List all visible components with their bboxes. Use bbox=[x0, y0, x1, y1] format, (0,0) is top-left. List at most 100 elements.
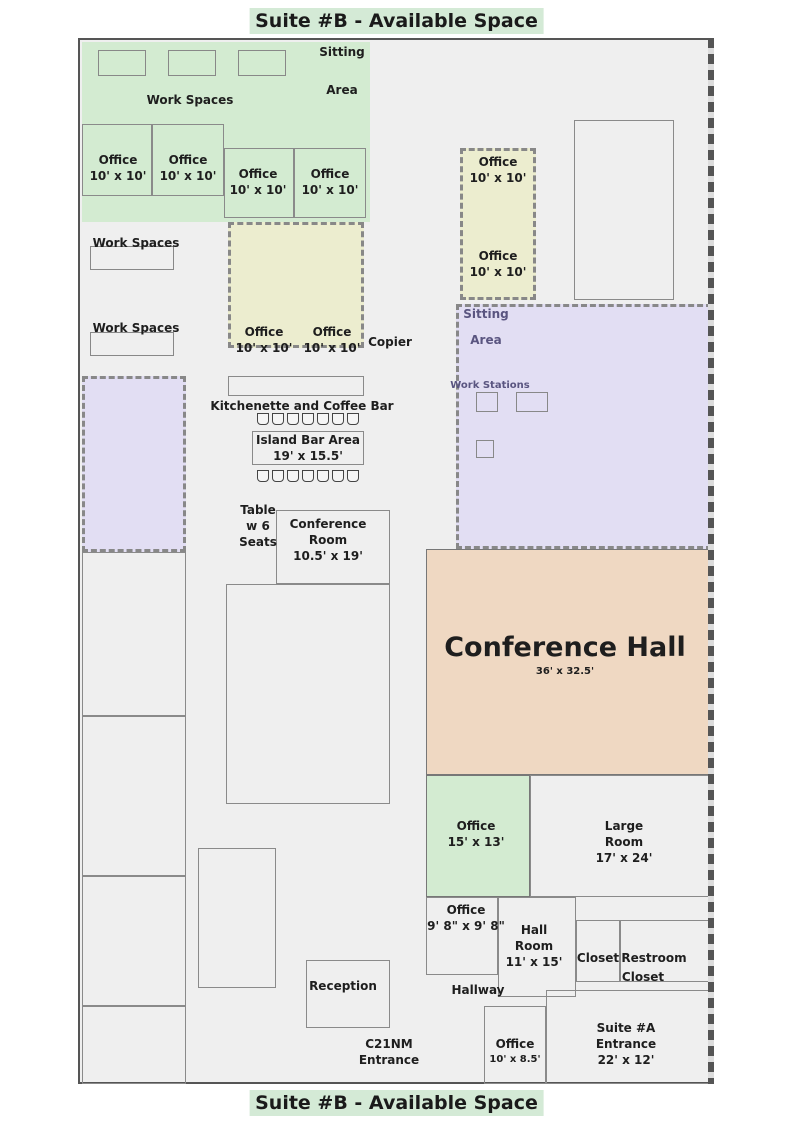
room-name: Office bbox=[310, 167, 350, 181]
room-size: 22' x 12' bbox=[597, 1053, 655, 1067]
label-office-9x9: Office 9' 8" x 9' 8" bbox=[427, 902, 505, 934]
bar-stool bbox=[287, 470, 299, 482]
conference-hall-zone bbox=[426, 549, 710, 775]
work-desk bbox=[98, 50, 146, 76]
office-9x9-outline bbox=[426, 897, 498, 975]
reception-room bbox=[306, 960, 390, 1028]
label-office-7: Office 10' x 10' bbox=[470, 154, 527, 186]
label-line: Room bbox=[514, 939, 554, 953]
room-size: 9' 8" x 9' 8" bbox=[427, 919, 505, 933]
room-outline bbox=[82, 876, 186, 1006]
label-line: C21NM bbox=[365, 1037, 413, 1051]
work-desk bbox=[238, 50, 286, 76]
label-line: Seats bbox=[239, 535, 277, 549]
label-work-stations: Work Stations bbox=[450, 380, 530, 391]
room-size: 10' x 10' bbox=[301, 183, 359, 197]
label-line: Entrance bbox=[358, 1053, 420, 1067]
label-closet-1: Closet bbox=[576, 951, 620, 965]
bar-stool bbox=[287, 413, 299, 425]
room-name: Office bbox=[478, 155, 518, 169]
work-desk bbox=[90, 246, 174, 270]
office-room-outline bbox=[294, 148, 366, 218]
room-name: Office bbox=[238, 167, 278, 181]
room-name: Office bbox=[478, 249, 518, 263]
label-line: Table bbox=[240, 503, 276, 517]
office-room-outline bbox=[82, 124, 152, 196]
bar-stool bbox=[347, 470, 359, 482]
label-line: Large bbox=[604, 819, 644, 833]
label-office-3: Office 10' x 10' bbox=[230, 166, 287, 198]
label-hallway: Hallway bbox=[451, 983, 505, 997]
bar-stool bbox=[317, 470, 329, 482]
label-line: Hall bbox=[520, 923, 548, 937]
office-room-outline bbox=[226, 584, 390, 804]
bar-stool bbox=[317, 413, 329, 425]
room-size: 10' x 10' bbox=[89, 169, 147, 183]
work-station-desk bbox=[516, 392, 548, 412]
room-name: Office bbox=[98, 153, 138, 167]
label-restroom: Restroom bbox=[621, 951, 687, 965]
office-room-outline bbox=[224, 148, 294, 218]
yellow-zone-offices-center bbox=[228, 222, 364, 348]
office-10x85-outline bbox=[484, 1006, 546, 1084]
room-outline bbox=[82, 716, 186, 876]
bar-stool bbox=[347, 413, 359, 425]
room-name: Island Bar Area bbox=[256, 433, 360, 447]
room-size: 10' x 10' bbox=[469, 265, 527, 279]
top-banner: Suite #B - Available Space bbox=[249, 8, 544, 34]
label-line: Area bbox=[326, 83, 358, 97]
room-size: 10' x 10' bbox=[229, 183, 287, 197]
label-line: Room bbox=[604, 835, 644, 849]
label-work-spaces-2: Work Spaces bbox=[92, 236, 180, 250]
room-size: 10' x 10' bbox=[235, 341, 293, 355]
room-size: 11' x 15' bbox=[505, 955, 563, 969]
restroom-block bbox=[574, 120, 674, 300]
label-reception: Reception bbox=[309, 979, 377, 993]
kitchenette-counter bbox=[228, 376, 364, 396]
exterior-wall-dashed bbox=[708, 38, 714, 1084]
label-kitchenette: Kitchenette and Coffee Bar bbox=[210, 399, 394, 413]
label-closet-2: Closet bbox=[621, 970, 665, 984]
purple-zone-right bbox=[456, 304, 712, 549]
label-line: Area bbox=[470, 333, 502, 347]
bottom-banner: Suite #B - Available Space bbox=[249, 1090, 544, 1116]
bar-stool bbox=[302, 413, 314, 425]
hall-room-outline bbox=[498, 897, 576, 997]
room-name: Office bbox=[168, 153, 208, 167]
bar-stool bbox=[272, 413, 284, 425]
label-line: Sitting bbox=[463, 307, 509, 321]
work-station-desk bbox=[476, 440, 494, 458]
room-name: Office bbox=[244, 325, 284, 339]
room-name: Office bbox=[446, 903, 486, 917]
conference-room-outline bbox=[276, 510, 390, 584]
label-office-1: Office 10' x 10' bbox=[90, 152, 147, 184]
label-line: Sitting bbox=[319, 45, 365, 59]
suite-b-green-zone-top bbox=[82, 42, 370, 222]
label-line: Conference bbox=[289, 517, 367, 531]
label-office-4: Office 10' x 10' bbox=[302, 166, 359, 198]
office-green-zone bbox=[426, 775, 530, 897]
work-station-desk bbox=[476, 392, 498, 412]
room-name: Office bbox=[495, 1037, 535, 1051]
work-desk bbox=[90, 332, 174, 356]
closet-outline bbox=[576, 920, 620, 982]
restroom-left-block bbox=[198, 848, 276, 988]
room-size: 36' x 32.5' bbox=[535, 666, 595, 677]
label-office-8: Office 10' x 10' bbox=[470, 248, 527, 280]
room-size: 15' x 13' bbox=[447, 835, 505, 849]
room-outline bbox=[82, 1006, 186, 1084]
island-bar bbox=[252, 431, 364, 465]
room-size: 10' x 10' bbox=[469, 171, 527, 185]
label-line: Entrance bbox=[595, 1037, 657, 1051]
bar-stool bbox=[302, 470, 314, 482]
